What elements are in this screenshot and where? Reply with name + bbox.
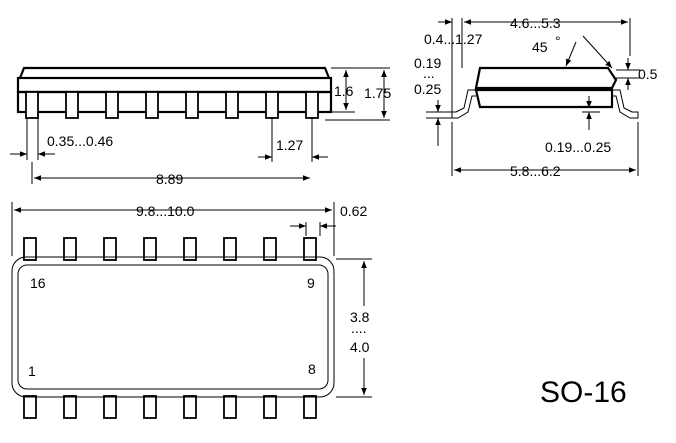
package-title: SO-16 (540, 376, 627, 409)
end-body-top (474, 66, 618, 90)
side-body-lower (16, 90, 333, 114)
width-label-bg (346, 306, 380, 358)
standoff-min-label: 0.19 (414, 55, 441, 71)
side-lead (185, 91, 199, 119)
lead-width-label: 0.35...0.46 (47, 133, 113, 149)
top-body-inner (17, 264, 329, 390)
side-lead (145, 91, 159, 119)
body-height-label: 1.6 (334, 83, 354, 99)
top-lead-upper (63, 237, 77, 261)
lead-offset-label: 0.62 (340, 203, 367, 219)
pin-9-label: 9 (307, 275, 315, 291)
top-lead-upper (23, 237, 37, 261)
width-dots: .... (351, 320, 367, 336)
side-body-top (18, 66, 331, 79)
top-leads (23, 237, 317, 419)
top-lead-lower (63, 395, 77, 419)
side-view: 0.35...0.46 1.27 8.89 1.6 1.75 (10, 66, 391, 187)
top-lead-lower (143, 395, 157, 419)
top-lead-lower (303, 395, 317, 419)
length-label: 9.8...10.0 (136, 203, 195, 219)
pin-16-label: 16 (30, 275, 46, 291)
end-view: 4.6...5.3 0.4...1.27 45 ° 0.19 ... 0.25 … (414, 15, 658, 179)
top-lead-upper (263, 237, 277, 261)
side-lead (65, 91, 79, 119)
lead-length-label: 0.4...1.27 (424, 31, 483, 47)
body-top-label: 0.5 (638, 66, 658, 82)
top-lead-upper (183, 237, 197, 261)
left-gull-lead (451, 89, 476, 119)
angle-unit: ° (555, 33, 561, 49)
side-body-upper (16, 76, 333, 94)
top-lead-upper (223, 237, 237, 261)
side-lead (225, 91, 239, 119)
right-gull-lead (612, 89, 639, 119)
lead-thickness-label: 0.19...0.25 (545, 139, 611, 155)
top-lead-upper (143, 237, 157, 261)
side-lead (265, 91, 279, 119)
end-body-bottom (474, 88, 614, 109)
top-view: 16 9 1 8 9.8...10.0 0.62 3.8 .... 4.0 (11, 202, 380, 419)
pin-8-label: 8 (308, 361, 316, 377)
top-lead-upper (103, 237, 117, 261)
width-min-label: 3.8 (350, 309, 370, 325)
total-height-label: 1.75 (364, 85, 391, 101)
top-lead-lower (263, 395, 277, 419)
top-lead-upper (303, 237, 317, 261)
side-lead (25, 91, 39, 119)
angle-label: 45 (532, 39, 548, 55)
top-lead-lower (23, 395, 37, 419)
top-body-outer (11, 256, 335, 398)
top-lead-lower (223, 395, 237, 419)
pitch-label: 1.27 (276, 137, 303, 153)
span-label: 8.89 (156, 171, 183, 187)
side-lead (305, 91, 319, 119)
pin-1-label: 1 (28, 363, 36, 379)
standoff-max-label: 0.25 (414, 81, 441, 97)
top-lead-lower (103, 395, 117, 419)
side-leads (25, 91, 319, 119)
side-lead (105, 91, 119, 119)
standoff-dots: ... (423, 65, 435, 81)
top-lead-lower (183, 395, 197, 419)
body-width-label: 4.6...5.3 (510, 15, 561, 31)
width-max-label: 4.0 (350, 339, 370, 355)
overall-width-label: 5.8...6.2 (510, 163, 561, 179)
